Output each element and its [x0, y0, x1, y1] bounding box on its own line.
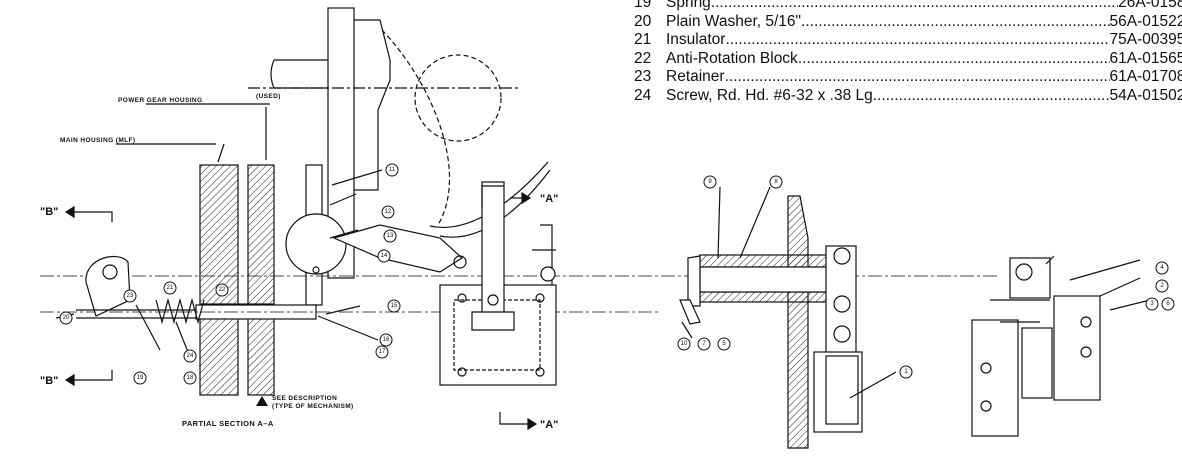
callout-bubble: 1	[899, 365, 913, 379]
callout-bubble: 11	[385, 163, 399, 177]
callout-label: 5	[722, 341, 726, 347]
label-power-gear-housing: POWER GEAR HOUSING	[118, 97, 202, 104]
callout-label: 1	[904, 369, 908, 375]
callout-bubble: 9	[703, 175, 717, 189]
callout-label: 18	[187, 375, 194, 381]
callout-label: 21	[167, 285, 174, 291]
parts-list-row: 24 Screw, Rd. Hd. #6-32 x .38 Lg. 54A-0150…	[634, 87, 1182, 106]
callout-label: 13	[387, 233, 394, 239]
callout-label: 20	[63, 315, 70, 321]
callout-bubble: 8	[769, 175, 783, 189]
parts-list-row: 22 Anti-Rotation Block 61A-015655	[634, 50, 1182, 69]
label-see-description-1: SEE DESCRIPTION	[272, 395, 337, 402]
callout-label: 6	[1166, 301, 1170, 307]
callout-label: 16	[383, 337, 390, 343]
callout-label: 10	[681, 341, 688, 347]
callout-label: 7	[702, 341, 706, 347]
part-number-index: 19	[634, 0, 652, 11]
part-description: Retainer	[666, 68, 725, 86]
leader-dots	[877, 87, 1109, 106]
callout-bubble: 6	[1161, 297, 1175, 311]
callout-bubble: 15	[387, 299, 401, 313]
callout-label: 15	[391, 303, 398, 309]
callout-label: 19	[137, 375, 144, 381]
parts-list-row: 19 Spring 26A-01581	[634, 0, 1182, 13]
callout-label: 24	[187, 353, 194, 359]
leader-dots	[725, 68, 1110, 87]
callout-bubble: 5	[717, 337, 731, 351]
label-used: (USED)	[256, 93, 281, 100]
callout-bubble: 14	[377, 249, 391, 263]
part-number-index: 22	[634, 49, 652, 67]
callout-label: 17	[379, 349, 386, 355]
callout-bubble: 19	[133, 371, 147, 385]
callout-label: 8	[774, 179, 778, 185]
part-catalog-number: 75A-003958	[1109, 31, 1182, 49]
callout-label: 11	[389, 167, 396, 173]
end-view	[971, 255, 1151, 437]
parts-list-row: 21 Insulator 75A-003958	[634, 31, 1182, 50]
parts-list: 19 Spring 26A-01581 20 Plain Washer, 5/16" 56…	[634, 0, 1182, 106]
section-a-bottom: "A"	[540, 419, 558, 431]
part-description: Plain Washer, 5/16"	[666, 12, 802, 30]
callout-label: 2	[1160, 283, 1164, 289]
callout-label: 23	[127, 293, 134, 299]
callout-bubble: 12	[381, 205, 395, 219]
part-number-index: 23	[634, 68, 652, 86]
part-number-index: 20	[634, 12, 652, 30]
section-b-top: "B"	[40, 206, 58, 218]
leader-dots	[711, 0, 1118, 13]
gear-housing-wall	[247, 164, 275, 396]
section-b-bottom: "B"	[40, 375, 58, 387]
gear-circle	[414, 54, 502, 142]
part-description: Spring	[666, 0, 711, 11]
leader-dots	[801, 13, 1110, 32]
callout-bubble: 21	[163, 281, 177, 295]
label-main-housing: MAIN HOUSING (MLF)	[60, 137, 135, 144]
callout-bubble: 7	[697, 337, 711, 351]
part-description: Screw, Rd. Hd. #6-32 x .38 Lg.	[666, 86, 878, 104]
callout-bubble: 24	[183, 349, 197, 363]
section-a-top: "A"	[540, 193, 558, 205]
part-catalog-number: 54A-015023	[1109, 86, 1182, 104]
warning-triangle-icon	[256, 396, 268, 406]
callout-bubble: 18	[183, 371, 197, 385]
callout-label: 9	[708, 179, 712, 185]
callout-label: 3	[1150, 301, 1154, 307]
middle-view	[439, 181, 557, 431]
callout-bubble: 23	[123, 289, 137, 303]
part-description: Anti-Rotation Block	[666, 49, 798, 67]
label-partial-section: PARTIAL SECTION A–A	[182, 419, 274, 428]
callout-bubble: 4	[1155, 261, 1169, 275]
part-catalog-number: 61A-015655	[1109, 49, 1182, 67]
leader-dots	[725, 31, 1109, 50]
side-view	[679, 186, 897, 449]
callout-bubble: 10	[677, 337, 691, 351]
leader-dots	[798, 50, 1110, 69]
part-number-index: 24	[634, 86, 652, 104]
callout-bubble: 20	[59, 311, 73, 325]
callout-label: 14	[381, 253, 388, 259]
part-number-index: 21	[634, 31, 652, 49]
main-housing-wall	[199, 164, 239, 396]
part-catalog-number: 26A-01581	[1118, 0, 1182, 11]
callout-bubble: 2	[1155, 279, 1169, 293]
callout-bubble: 17	[375, 345, 389, 359]
callout-bubble: 13	[383, 229, 397, 243]
callout-bubble: 22	[215, 283, 229, 297]
callout-bubble: 3	[1145, 297, 1159, 311]
callout-bubble: 16	[379, 333, 393, 347]
part-description: Insulator	[666, 31, 726, 49]
label-see-description-2: (TYPE OF MECHANISM)	[272, 403, 354, 410]
callout-label: 22	[219, 287, 226, 293]
callout-label: 12	[385, 209, 392, 215]
callout-label: 4	[1160, 265, 1164, 271]
